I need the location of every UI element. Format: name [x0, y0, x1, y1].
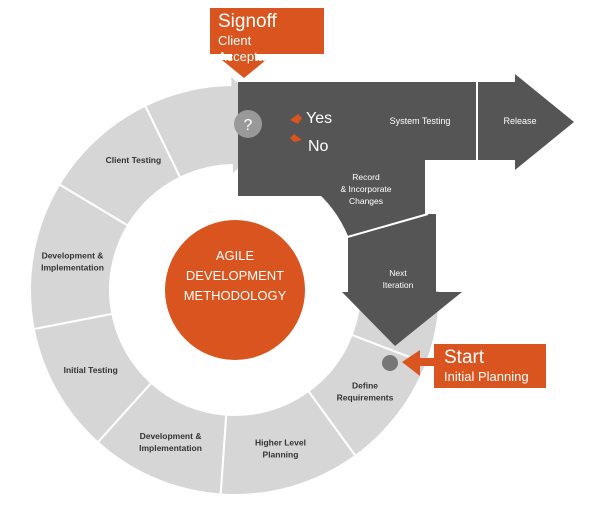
cycle-segment-label: Development & — [140, 431, 202, 441]
no-label: No — [308, 138, 329, 155]
system-testing-label: System Testing — [390, 116, 451, 126]
start-title: Start — [444, 347, 485, 368]
system-testing-arrow-shape — [238, 74, 574, 196]
center-title-line: AGILE — [215, 248, 255, 263]
start-pointer-icon — [402, 350, 436, 376]
decision-circle — [234, 110, 262, 138]
cycle-segment-label: Implementation — [139, 443, 202, 453]
signoff-title: Signoff — [218, 11, 277, 32]
signoff-subtitle: Client Acceptance — [218, 33, 286, 64]
record-text-line: Record — [352, 172, 380, 182]
cycle-segment-label: Implementation — [41, 262, 104, 272]
dark-path-curve — [238, 150, 425, 236]
signoff-callout: Signoff Client Acceptance — [210, 8, 324, 64]
next-text-line: Next — [389, 268, 407, 278]
center-title: AGILE DEVELOPMENT METHODOLOGY — [170, 246, 300, 306]
center-title-line: METHODOLOGY — [183, 288, 287, 303]
center-circle — [165, 220, 305, 360]
next-iteration-arrow-shape — [342, 196, 462, 346]
cycle-segment-label: Requirements — [337, 393, 394, 403]
cycle-segment-label: Client Testing — [106, 155, 162, 165]
center-title-line: DEVELOPMENT — [185, 268, 285, 283]
cycle-segment-label: Initial Testing — [64, 365, 118, 375]
yes-label: Yes — [306, 110, 333, 127]
next-text-line: Iteration — [383, 280, 414, 290]
yes-arrow-icon — [290, 114, 302, 124]
cycle-segment-label: Define — [352, 381, 378, 391]
release-label: Release — [503, 116, 536, 126]
no-arrow-icon — [290, 134, 302, 142]
cycle-segment-label: Development & — [42, 250, 104, 260]
cycle-segment-label: Planning — [263, 450, 299, 460]
start-dot — [382, 355, 398, 371]
record-text-line: & Incorporate — [340, 184, 391, 194]
start-callout: Start Initial Planning — [434, 344, 546, 388]
cycle-segment-label: Higher Level — [255, 438, 306, 448]
record-text-line: Changes — [349, 196, 383, 206]
start-subtitle: Initial Planning — [444, 369, 529, 384]
decision-question-mark: ? — [244, 117, 253, 134]
record-separator — [343, 213, 429, 239]
signoff-pointer-icon — [222, 54, 266, 78]
